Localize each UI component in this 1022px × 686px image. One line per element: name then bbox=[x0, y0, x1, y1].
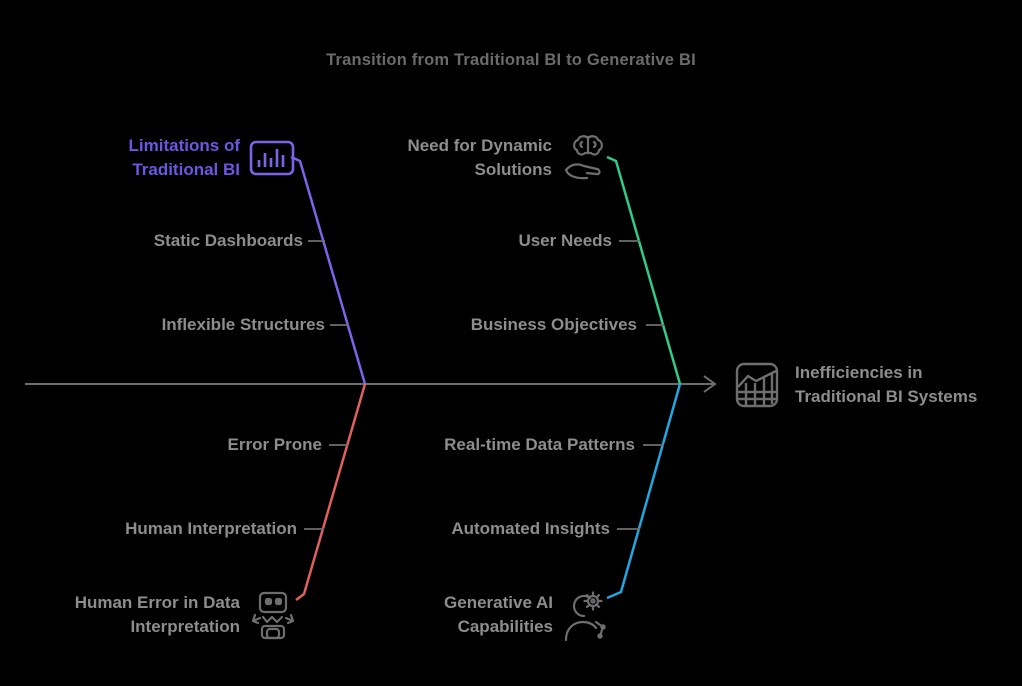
bar-chart-icon bbox=[249, 140, 295, 176]
cause-static-dashboards: Static Dashboards bbox=[153, 231, 303, 250]
cause-error-prone: Error Prone bbox=[227, 435, 322, 454]
branch-generative-ai-line bbox=[606, 383, 682, 600]
robot-icon bbox=[251, 591, 294, 640]
branch-human-error-line bbox=[295, 383, 367, 601]
cause-realtime-data-patterns: Real-time Data Patterns bbox=[444, 435, 635, 454]
cause-inflexible-structures: Inflexible Structures bbox=[161, 315, 325, 334]
branch-dynamic-line bbox=[606, 155, 682, 385]
cause-automated-insights: Automated Insights bbox=[451, 519, 610, 538]
branch-head-limitations: Limitations of Traditional BI bbox=[128, 136, 240, 179]
effect-label: Inefficiencies in Traditional BI Systems bbox=[795, 363, 978, 406]
branch-head-human-error: Human Error in Data Interpretation bbox=[74, 593, 240, 636]
cause-user-needs: User Needs bbox=[518, 231, 612, 250]
ai-person-icon bbox=[564, 591, 606, 642]
cause-business-objectives: Business Objectives bbox=[470, 315, 637, 334]
page-title: Transition from Traditional BI to Genera… bbox=[326, 51, 696, 69]
cause-human-interpretation: Human Interpretation bbox=[125, 519, 297, 538]
branch-head-dynamic-solutions: Need for Dynamic Solutions bbox=[407, 136, 552, 179]
chart-grid-icon bbox=[735, 362, 779, 408]
branch-head-generative-ai: Generative AI Capabilities bbox=[444, 593, 553, 636]
brain-hand-icon bbox=[564, 135, 603, 180]
branch-limitations-line bbox=[290, 155, 367, 385]
arrow-right-icon bbox=[703, 375, 717, 393]
